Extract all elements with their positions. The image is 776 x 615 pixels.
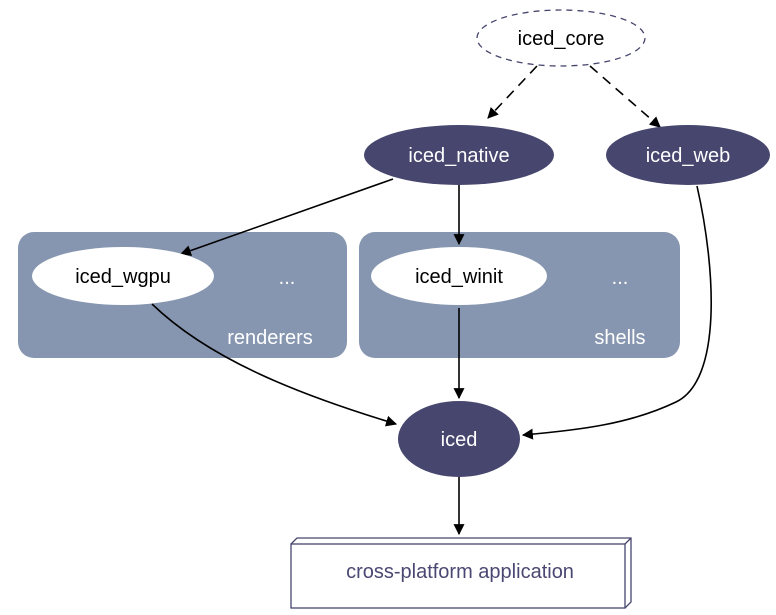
node-iced-label: iced — [441, 429, 478, 451]
node-iced: iced — [398, 401, 520, 477]
edge-core-to-web — [589, 65, 661, 128]
edge-web-to-iced — [521, 185, 713, 440]
node-iced-core-label: iced_core — [518, 28, 605, 50]
node-iced-web-label: iced_web — [646, 145, 731, 167]
node-iced-winit-label: iced_winit — [415, 266, 503, 288]
node-iced-wgpu-label: iced_wgpu — [75, 266, 171, 288]
node-iced-winit: iced_winit — [371, 247, 547, 305]
node-cross-platform-application-label: cross-platform application — [346, 561, 574, 583]
cluster-renderers-label: renderers — [227, 327, 313, 349]
node-iced-web: iced_web — [606, 125, 770, 185]
cluster-shells-label: shells — [594, 327, 645, 349]
node-iced-native: iced_native — [364, 125, 554, 185]
cluster-shells-ellipsis: ... — [612, 267, 629, 289]
edge-wgpu-to-iced — [151, 303, 398, 427]
edge-native-to-wgpu — [179, 178, 394, 256]
edge-core-to-native — [487, 65, 538, 119]
node-iced-wgpu: iced_wgpu — [32, 247, 214, 305]
cluster-renderers-ellipsis: ... — [279, 267, 296, 289]
node-iced-native-label: iced_native — [408, 145, 509, 167]
node-iced-core: iced_core — [476, 9, 646, 67]
node-cross-platform-application: cross-platform application — [290, 537, 632, 609]
